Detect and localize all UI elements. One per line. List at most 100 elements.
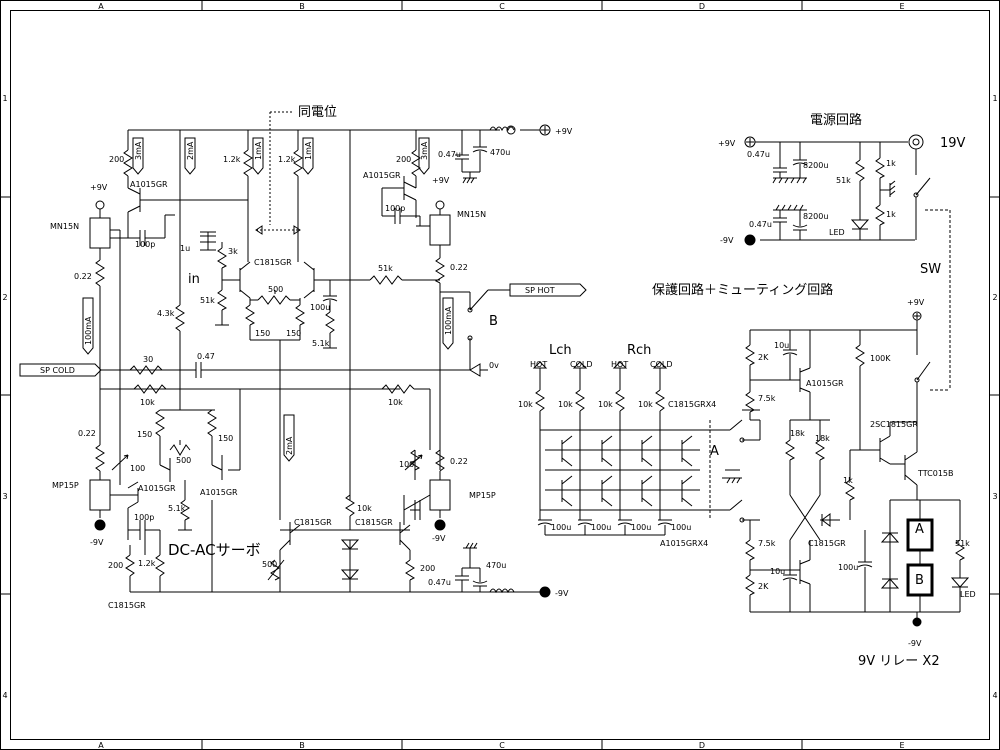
c100u-label: 100u — [310, 303, 330, 312]
power-c047-a-label: 0.47u — [747, 150, 770, 159]
power-r51k-label: 51k — [836, 176, 851, 185]
row-label-1-left: 1 — [2, 94, 7, 103]
power-led-label: LED — [829, 228, 845, 237]
a1015-tl-label: A1015GR — [130, 180, 168, 189]
r500-diff-label: 500 — [268, 285, 283, 294]
zero-v-label: 0v — [489, 361, 499, 370]
lch-label: Lch — [549, 343, 572, 358]
col-label-b-bottom: B — [299, 741, 305, 750]
plus9v-b-label: +9V — [432, 176, 450, 185]
r150-a-label: 150 — [255, 329, 270, 338]
power-supply — [744, 134, 951, 391]
protect-r75k-a-label: 7.5k — [758, 394, 776, 403]
in-label: in — [188, 272, 200, 287]
r12k-c-label: 1.2k — [138, 559, 156, 568]
protect-r10k-3-label: 10k — [598, 400, 613, 409]
cold-l-label: COLD — [570, 360, 593, 369]
minus9v-bottom-label: -9V — [555, 589, 569, 598]
r100-r-label: 100 — [399, 460, 414, 469]
protect-r75k-b-label: 7.5k — [758, 539, 776, 548]
a1015-ml-label: A1015GR — [138, 484, 176, 493]
r200-br-label: 200 — [420, 564, 435, 573]
protect-c10u-b-label: 10u — [770, 567, 785, 576]
c047-bot-label: 0.47u — [428, 578, 451, 587]
r12k-b-label: 1.2k — [278, 155, 296, 164]
r150-d-label: 150 — [218, 434, 233, 443]
r12k-a-label: 1.2k — [223, 155, 241, 164]
r43k-label: 4.3k — [157, 309, 175, 318]
protect-r2k-b-label: 2K — [758, 582, 769, 591]
c470-top-label: 470u — [490, 148, 510, 157]
r51k-a-label: 51k — [200, 296, 215, 305]
power-c047-b-label: 0.47u — [749, 220, 772, 229]
c047-fb-label: 0.47 — [197, 352, 215, 361]
r150-c-label: 150 — [137, 430, 152, 439]
col-label-c-bottom: C — [499, 741, 505, 750]
protect-c100u-4-label: 100u — [671, 523, 691, 532]
protect-sc1815-label: 2SC1815GR — [870, 420, 918, 429]
col-label-d-top: D — [699, 2, 705, 11]
col-label-a-bottom: A — [98, 741, 104, 750]
c1815-bl-label: C1815GR — [108, 601, 146, 610]
r10k-b-label: 10k — [388, 398, 403, 407]
power-title: 電源回路 — [810, 112, 862, 128]
protect-sw-label: SW — [920, 262, 941, 277]
cur-3ma-r-label: 3mA — [420, 141, 429, 160]
cur-100ma-r-label: 100mA — [444, 306, 453, 335]
protect-r100k-label: 100K — [870, 354, 891, 363]
power-minus9v-label: -9V — [720, 236, 734, 245]
r10k-a-label: 10k — [140, 398, 155, 407]
col-label-a-top: A — [98, 2, 104, 11]
mp15p-left-label: MP15P — [52, 481, 79, 490]
protect-r18k-b-label: 18k — [815, 434, 830, 443]
relay-note-label: 9V リレー X2 — [858, 654, 940, 669]
r51k-c-label: 5.1k — [168, 504, 186, 513]
protect-label-a: A — [710, 444, 719, 459]
protect-r1k-label: 1k — [843, 476, 853, 485]
row-label-2-left: 2 — [2, 293, 7, 302]
a1015-tr-label: A1015GR — [363, 171, 401, 180]
v19-label: 19V — [940, 136, 966, 151]
protect-c1815-label: C1815GR — [808, 539, 846, 548]
r022-tr-label: 0.22 — [450, 263, 468, 272]
r51k-fb-label: 51k — [378, 264, 393, 273]
minus9v-a-label: -9V — [90, 538, 104, 547]
row-label-3-right: 3 — [992, 492, 997, 501]
minus9v-b-label: -9V — [432, 534, 446, 543]
plus9v-a-label: +9V — [90, 183, 108, 192]
protect-r2k-a-label: 2K — [758, 353, 769, 362]
cold-r-label: COLD — [650, 360, 673, 369]
row-label-4-right: 4 — [992, 691, 997, 700]
cur-2ma-l-label: 2mA — [186, 141, 195, 160]
relay-a-label: A — [915, 522, 924, 537]
protect-r10k-2-label: 10k — [558, 400, 573, 409]
protect-title: 保護回路＋ミューティング回路 — [652, 282, 833, 298]
protect-a1015-label: A1015GR — [806, 379, 844, 388]
c1u-label: 1u — [180, 244, 190, 253]
sp-hot-tag — [509, 283, 587, 297]
c100p-b-label: 100p — [134, 513, 154, 522]
protect-plus9v-label: +9V — [907, 298, 925, 307]
power-c8200-a-label: 8200u — [803, 161, 828, 170]
r500-mid-label: 500 — [176, 456, 191, 465]
r30-label: 30 — [143, 355, 153, 364]
sp-cold-tag — [19, 363, 102, 377]
col-label-b-top: B — [299, 2, 305, 11]
mp15p-right-label: MP15P — [469, 491, 496, 500]
zero-v-tag — [469, 363, 481, 377]
protect-c100u-1-label: 100u — [551, 523, 571, 532]
c1815-diff-label: C1815GR — [254, 258, 292, 267]
choke-top-icon — [506, 125, 516, 135]
r022-br-label: 0.22 — [450, 457, 468, 466]
hot-l-label: HOT — [530, 360, 547, 369]
protect-ttc015b-label: TTC015B — [917, 469, 954, 478]
c047-top-label: 0.47u — [438, 150, 461, 159]
c100p-l-label: 100p — [135, 240, 155, 249]
cur-3ma-l-label: 3mA — [134, 141, 143, 160]
cur-1ma-b-label: 1mA — [304, 141, 313, 160]
dcac-servo-label: DC-ACサーボ — [168, 541, 261, 559]
row-label-1-right: 1 — [992, 94, 997, 103]
power-r1k-a-label: 1k — [886, 159, 896, 168]
minus9v-terminal-bottom-icon — [539, 586, 551, 598]
